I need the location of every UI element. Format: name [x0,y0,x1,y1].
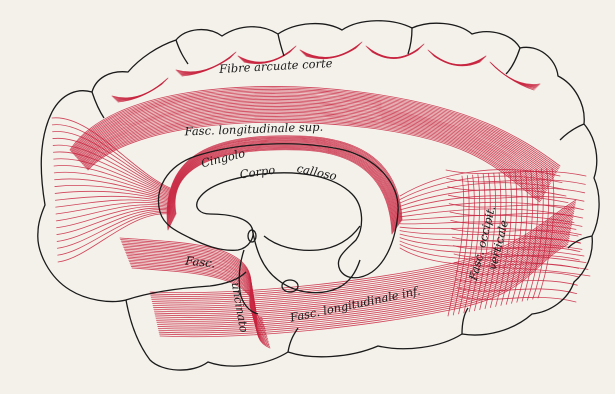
brain-fibre-diagram: Fibre arcuate corte Fasc. longitudinale … [0,0,615,394]
